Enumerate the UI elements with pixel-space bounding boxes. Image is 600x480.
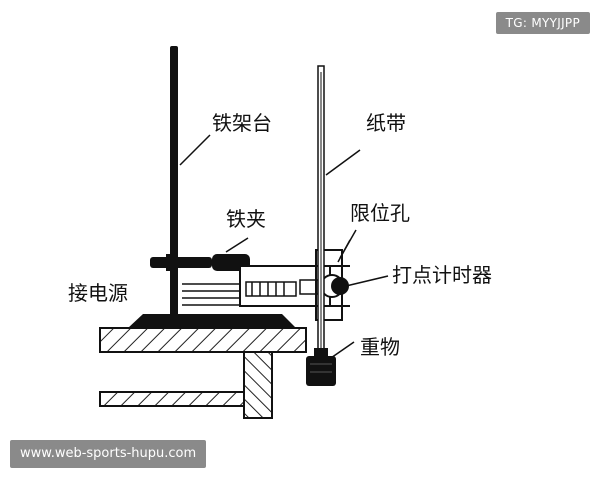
label-clamp: 铁夹 bbox=[226, 207, 266, 231]
stand-rod bbox=[170, 46, 178, 316]
stand-base bbox=[128, 314, 296, 328]
label-stand: 铁架台 bbox=[212, 111, 272, 135]
label-limit-hole: 限位孔 bbox=[350, 201, 410, 225]
watermark-bottom: www.web-sports-hupu.com bbox=[10, 440, 207, 468]
leader-lines bbox=[179, 134, 389, 361]
paper-tape bbox=[317, 65, 325, 357]
watermark-top: TG: MYYJJPP bbox=[495, 12, 590, 34]
weight bbox=[306, 348, 336, 386]
iron-clamp bbox=[150, 254, 250, 271]
label-power: 接电源 bbox=[68, 281, 128, 305]
label-weight: 重物 bbox=[360, 335, 400, 359]
label-tape: 纸带 bbox=[366, 111, 406, 135]
label-timer: 打点计时器 bbox=[392, 263, 492, 287]
table bbox=[99, 327, 307, 419]
timer bbox=[239, 249, 350, 321]
